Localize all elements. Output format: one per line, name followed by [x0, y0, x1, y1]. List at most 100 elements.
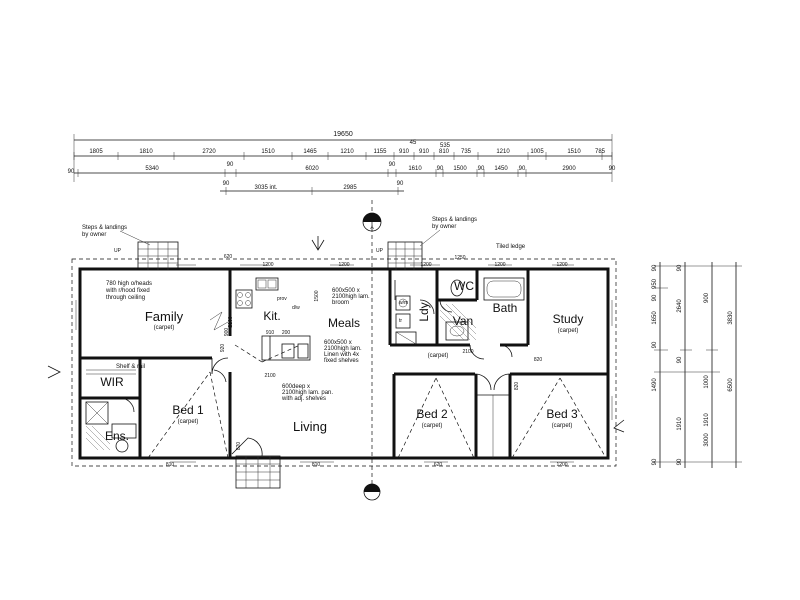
room-meals: Meals — [328, 316, 360, 330]
dim-r2-2: 90 — [227, 162, 234, 168]
sd-21: 1200 — [420, 262, 431, 268]
sd-6: 1250 — [454, 255, 465, 261]
dim-ri-3: 1650 — [652, 311, 658, 325]
dim-ri-5: 1490 — [652, 378, 658, 392]
dim-ri-6: 90 — [652, 458, 658, 465]
dim-r3-3: 90 — [397, 181, 404, 187]
note-up-right: UP — [376, 248, 384, 254]
sd-1: 620 — [224, 254, 233, 260]
note-linen-3: Linen with 4x — [324, 352, 359, 358]
dim-r1-2: 2720 — [202, 149, 216, 155]
dim-ro-2: 6500 — [728, 378, 734, 392]
exterior-walls — [78, 267, 610, 460]
dim-r1-1: 1810 — [139, 149, 153, 155]
dim-r1-6: 1155 — [374, 149, 388, 155]
dim-r1-9: 810 — [439, 149, 450, 155]
dim-r2-0: 90 — [68, 169, 75, 175]
dim-ri-4: 90 — [652, 341, 658, 348]
note-linen-2: 2100high lam. — [324, 346, 362, 352]
sd-18: 1200 — [338, 262, 349, 268]
note-tr: tr — [399, 318, 402, 324]
room-family: Family — [145, 309, 184, 324]
dim-r2-4: 90 — [389, 162, 396, 168]
dim-r2-11: 2900 — [562, 166, 576, 172]
room-bed1-carpet: (carpet) — [178, 419, 199, 425]
note-steps-right-2: by owner — [432, 224, 456, 230]
note-shelf-rail: Shelf & rail — [116, 364, 145, 370]
dim-r2-12: 90 — [609, 166, 616, 172]
room-bed2-carpet: (carpet) — [422, 423, 443, 429]
note-hood-3: through ceiling — [106, 295, 145, 301]
room-bath: Bath — [493, 301, 518, 315]
room-study: Study — [553, 312, 584, 326]
dim-rmisc-0: 900 — [704, 292, 710, 303]
room-labels: Family (carpet) Kit. Meals Bed 1 (carpet… — [100, 279, 583, 443]
note-up-left: UP — [114, 248, 122, 254]
sd-2: 900 — [224, 328, 230, 337]
dim-r2-3: 6020 — [305, 166, 319, 172]
room-laundry: Ldy — [417, 302, 431, 321]
dim-ro-1: 3000 — [704, 433, 710, 447]
right-marker-icon — [613, 419, 625, 433]
section-a-label: A — [370, 225, 374, 231]
dim-rm-2: 90 — [677, 356, 683, 363]
dim-r3-2: 2985 — [343, 185, 357, 191]
overall-dimension: 19650 — [333, 131, 353, 138]
dim-ri-2: 90 — [652, 294, 658, 301]
sd-13: 910 — [266, 330, 275, 336]
room-family-carpet: (carpet) — [154, 325, 175, 331]
left-marker-icon — [47, 365, 61, 379]
eaves-line — [71, 258, 617, 467]
room-bed3-carpet: (carpet) — [552, 423, 573, 429]
notes: Steps & landings by owner UP Steps & lan… — [82, 217, 526, 402]
room-kitchen: Kit. — [263, 309, 280, 323]
dim-r2-8: 90 — [478, 166, 485, 172]
hall-carpet: (carpet) — [428, 353, 449, 359]
room-bed2: Bed 2 — [416, 407, 448, 421]
dim-r1-5: 1210 — [340, 149, 354, 155]
note-wm: w/m — [399, 300, 408, 306]
interior-walls — [80, 269, 608, 458]
dim-rm-1: 2640 — [677, 299, 683, 313]
dim-r1-0: 1805 — [89, 149, 103, 155]
dim-rm-3: 1910 — [677, 417, 683, 431]
north-arrow-icon — [311, 236, 325, 251]
note-pantry-1: 600deep x — [282, 384, 310, 390]
note-linen-4: fixed shelves — [324, 358, 359, 364]
ceiling-lines — [147, 200, 607, 490]
room-bed3: Bed 3 — [546, 407, 578, 421]
note-broom-3: broom — [332, 300, 349, 306]
sd-20: 1200 — [494, 262, 505, 268]
steps-bottom — [235, 455, 281, 489]
dim-r1-10: 735 — [461, 149, 472, 155]
dim-r1-8: 910 — [419, 149, 430, 155]
note-broom-1: 600x500 x — [332, 288, 360, 294]
dim-r1-4: 1465 — [303, 149, 317, 155]
section-marker-top: A — [362, 212, 382, 232]
dim-rmisc-2: 1910 — [704, 413, 710, 427]
sd-5: 1500 — [314, 290, 320, 301]
note-pantry-2: 2100high lam. pan. — [282, 390, 333, 396]
note-hood-1: 780 high o/heads — [106, 281, 152, 287]
doors — [119, 280, 513, 457]
note-prov: prov — [277, 296, 287, 302]
note-broom-2: 2100high lam. — [332, 294, 370, 300]
sd-12: 2100 — [228, 316, 234, 327]
dim-r2-9: 1450 — [494, 166, 508, 172]
section-marker-bottom — [363, 483, 381, 501]
note-tiled-ledge: Tiled ledge — [496, 244, 526, 250]
room-living: Living — [293, 419, 327, 434]
dim-ro-0: 3830 — [728, 311, 734, 325]
steps-right — [387, 241, 423, 271]
sd-15: 810 — [312, 462, 321, 468]
dim-r3-0: 90 — [223, 181, 230, 187]
fixtures — [85, 277, 525, 453]
room-vanity: Van — [453, 314, 473, 328]
note-steps-left-2: by owner — [82, 232, 106, 238]
sd-10: 820 — [236, 442, 242, 451]
room-wir: WIR — [100, 375, 124, 389]
sd-9: 920 — [220, 344, 226, 353]
dim-r1-11: 1210 — [496, 149, 510, 155]
sd-19: 1200 — [556, 262, 567, 268]
